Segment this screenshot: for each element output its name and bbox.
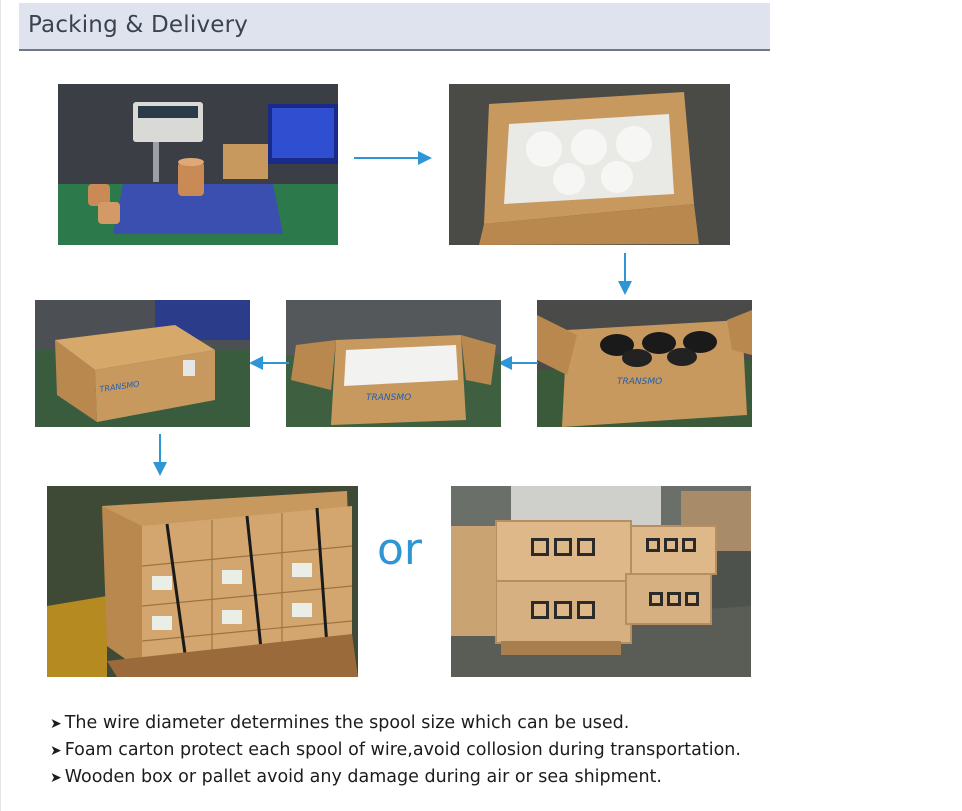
- packing-notes-list: ➤The wire diameter determines the spool …: [50, 713, 741, 794]
- foam-sealed-carton-photo: TRANSMO: [286, 300, 501, 427]
- or-separator-label: or: [377, 524, 423, 575]
- note-text: The wire diameter determines the spool s…: [64, 713, 630, 733]
- pallet-photo: [47, 486, 358, 677]
- spools-in-carton-photo: TRANSMO: [537, 300, 752, 427]
- arrow-left-icon: [498, 355, 538, 371]
- section-header: Packing & Delivery: [19, 3, 770, 51]
- weighing-scale-photo: [58, 84, 338, 245]
- foam-carton-photo: [449, 84, 730, 245]
- note-text: Foam carton protect each spool of wire,a…: [64, 740, 741, 760]
- arrow-bullet-icon: ➤: [50, 716, 62, 732]
- arrow-down-icon: [617, 253, 633, 297]
- carton-brand-label: TRANSMO: [617, 377, 662, 387]
- sealed-carton-photo: TRANSMO: [35, 300, 250, 427]
- arrow-down-icon: [152, 434, 168, 478]
- carton-brand-label: TRANSMO: [366, 393, 411, 403]
- note-item: ➤Wooden box or pallet avoid any damage d…: [50, 767, 741, 794]
- note-text: Wooden box or pallet avoid any damage du…: [64, 767, 662, 787]
- section-title: Packing & Delivery: [28, 12, 249, 38]
- arrow-bullet-icon: ➤: [50, 770, 62, 786]
- page-left-border: [0, 0, 1, 811]
- note-item: ➤The wire diameter determines the spool …: [50, 713, 741, 740]
- wooden-box-photo: [451, 486, 751, 677]
- arrow-bullet-icon: ➤: [50, 743, 62, 759]
- note-item: ➤Foam carton protect each spool of wire,…: [50, 740, 741, 767]
- arrow-right-icon: [354, 150, 434, 166]
- arrow-left-icon: [249, 355, 289, 371]
